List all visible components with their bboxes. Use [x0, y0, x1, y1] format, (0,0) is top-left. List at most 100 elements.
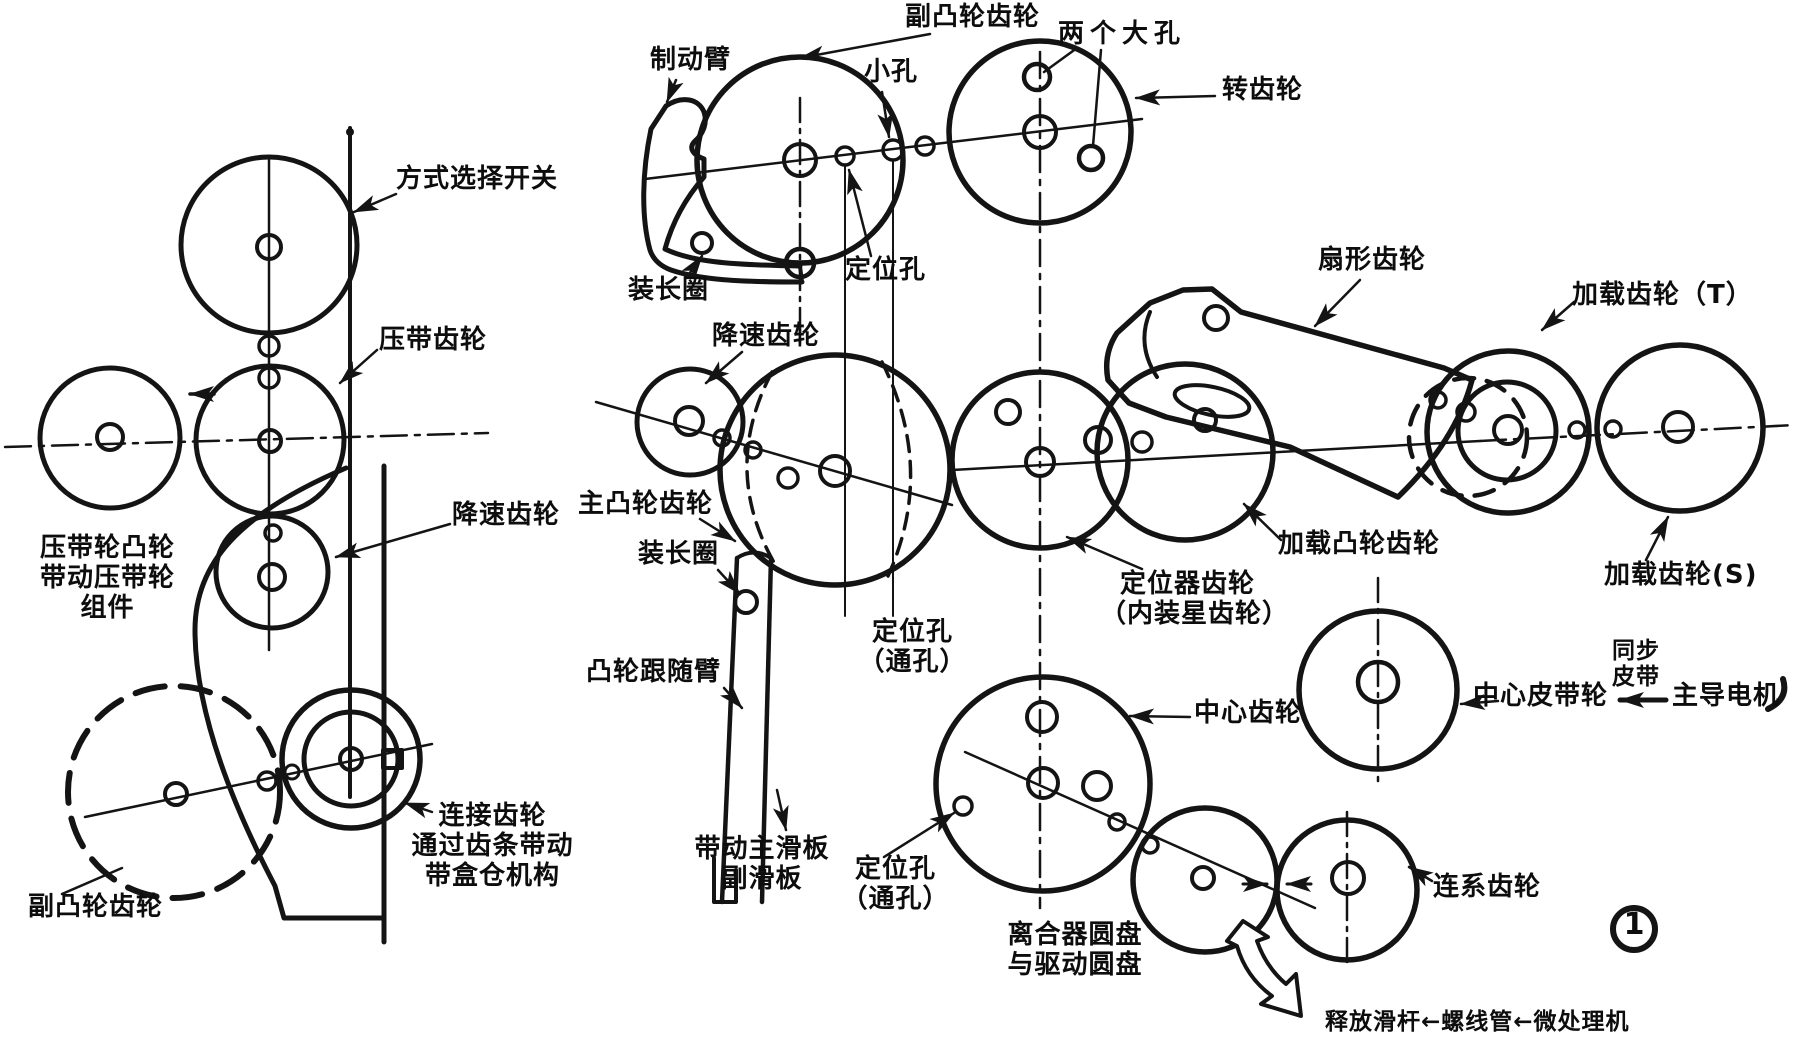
label-reduction-gear-left: 降速齿轮 — [452, 500, 561, 530]
leader-loading-t — [1540, 300, 1576, 332]
reduction-gear-center-circle — [634, 366, 746, 478]
follower-arm-left-edge — [719, 555, 740, 905]
label-line: 通过齿条带动 — [411, 830, 574, 861]
left-pulley-circle — [37, 365, 183, 511]
label-line: 带盒仓机构 — [424, 860, 560, 891]
top-gear-hub — [255, 233, 283, 261]
label-positioning-hole-1: 定位孔 （通孔） — [845, 617, 980, 678]
figure-number: 1 — [1623, 907, 1645, 942]
brake-arm-spring-hole — [690, 231, 714, 255]
center-gear-right-hole — [1081, 770, 1113, 802]
left-pulley-hub — [95, 422, 125, 452]
large-hole-2 — [1076, 143, 1106, 173]
axis-hole-a — [256, 770, 278, 792]
leader-link-gear — [1407, 865, 1434, 887]
center-gear-circle — [933, 674, 1153, 894]
leader-reduction-center — [704, 350, 744, 385]
label-two-large-holes: 两个大孔 — [1058, 19, 1187, 49]
large-hole-1 — [1021, 61, 1053, 93]
label-line: 离合器圆盘 — [1007, 920, 1143, 950]
label-pinch-gear: 压带齿轮 — [379, 325, 488, 355]
connect-gear-outer — [279, 687, 423, 831]
label-sector-gear: 扇形齿轮 — [1318, 245, 1427, 275]
label-line: 定位器齿轮 — [1119, 569, 1255, 599]
label-clutch-disc: 离合器圆盘 与驱动圆盘 — [995, 920, 1155, 981]
label-pinch-assembly: 压带轮凸轮 带动压带轮 组件 — [35, 533, 180, 624]
sector-gear-outline — [1103, 286, 1475, 500]
phantom-cam-circle — [1406, 375, 1530, 499]
reduction-gear-left-hole — [263, 523, 283, 543]
label-line: 与驱动圆盘 — [1007, 949, 1143, 980]
leader-large-hole-2 — [1091, 48, 1103, 148]
leader-sector-gear — [1313, 278, 1362, 328]
middle-axis-right-dashed — [1478, 423, 1797, 443]
label-sub-cam-gear-bottom: 副凸轮齿轮 — [28, 892, 164, 922]
leader-positioning-hole-2 — [882, 811, 956, 859]
label-line: 同步 — [1612, 638, 1660, 664]
leader-arrows — [60, 32, 1670, 896]
pinch-gear-hub — [257, 428, 283, 454]
sub-cam-gear-phantom-circle — [65, 683, 283, 901]
label-release-chain: 释放滑杆←螺线管←微处理机 — [1325, 1009, 1630, 1035]
top-row-axis-line — [643, 117, 1144, 181]
positioner-hole-1 — [994, 398, 1022, 426]
label-line: （内装星齿轮） — [1100, 598, 1290, 629]
label-loading-cam-gear: 加载凸轮齿轮 — [1278, 529, 1441, 559]
retaining-ring-hole — [733, 589, 759, 615]
label-cam-follower-arm: 凸轮跟随臂 — [586, 657, 722, 687]
follower-arm-arrow — [772, 788, 789, 832]
figure-number-circle — [1610, 905, 1658, 953]
leader-center-pulley — [1459, 694, 1500, 711]
middle-gear-row-drawing — [594, 286, 1797, 588]
label-positioning-hole-top: 定位孔 — [845, 255, 927, 285]
label-loading-gear-t: 加载齿轮（T） — [1572, 280, 1753, 310]
positioner-hub — [1024, 446, 1056, 478]
label-line: 压带轮凸轮 — [39, 533, 175, 563]
brake-arm-inner-edge — [641, 103, 805, 285]
label-mode-select-switch: 方式选择开关 — [396, 164, 559, 194]
middle-axis-right — [950, 439, 1482, 472]
leader-sub-cam-top — [798, 32, 932, 62]
loading-gear-s-hub — [1661, 410, 1695, 444]
label-sync-belt: 同步 皮带 — [1612, 638, 1660, 691]
follower-arm-right-edge — [759, 555, 774, 905]
loading-gear-s-circle — [1594, 342, 1766, 514]
center-gear-top-hole — [1025, 700, 1059, 734]
axis-hole-c — [914, 135, 936, 157]
loading-cam-gear-circle — [1094, 361, 1276, 543]
label-sub-cam-gear-top: 副凸轮齿轮 — [905, 2, 1041, 32]
middle-axis-left — [594, 400, 954, 507]
follower-arm-top — [735, 550, 773, 560]
connect-gear-key-notch — [381, 748, 404, 770]
ts-axis-hole-1 — [1567, 420, 1587, 440]
label-line: 皮带 — [1612, 664, 1660, 691]
leader-retaining-ring-2 — [716, 568, 742, 596]
sub-cam-gear-phantom-hub — [163, 781, 189, 807]
connect-gear-inner — [301, 709, 401, 809]
label-brake-arm: 制动臂 — [650, 45, 732, 75]
leader-reduction-left — [334, 522, 452, 559]
reduction-gear-left-circle — [213, 513, 331, 631]
leader-follower-arm — [719, 684, 744, 710]
leader-loading-cam — [1242, 502, 1283, 542]
sector-gear-pivot-hole — [1202, 304, 1230, 332]
leader-loading-s — [1644, 515, 1670, 562]
label-connect-gear: 连接齿轮 通过齿条带动 带盒仓机构 — [405, 801, 580, 892]
loading-cam-hole — [1130, 430, 1154, 454]
clutch-disc-hub — [1190, 865, 1216, 891]
label-reduction-gear-center: 降速齿轮 — [712, 321, 821, 351]
main-cam-gear-hub — [818, 454, 852, 488]
axis-hole-b — [283, 763, 301, 781]
label-turn-gear: 转齿轮 — [1222, 75, 1304, 105]
label-center-gear: 中心齿轮 — [1194, 698, 1303, 728]
cam-groove-dashed-2 — [880, 360, 913, 578]
label-line: （通孔） — [858, 646, 967, 677]
reduction-gear-left-hub — [257, 562, 287, 592]
label-capstan-motor: 主导电机 — [1672, 681, 1781, 711]
loading-gear-t-hub — [1492, 414, 1524, 446]
label-positioner-gear: 定位器齿轮 （内装星齿轮） — [1100, 569, 1290, 630]
reduction-gear-center-hub — [673, 405, 705, 437]
loading-gear-t-inner — [1455, 379, 1559, 483]
bottom-row-drawing — [712, 550, 1788, 1018]
leader-positioning-top — [847, 168, 873, 258]
